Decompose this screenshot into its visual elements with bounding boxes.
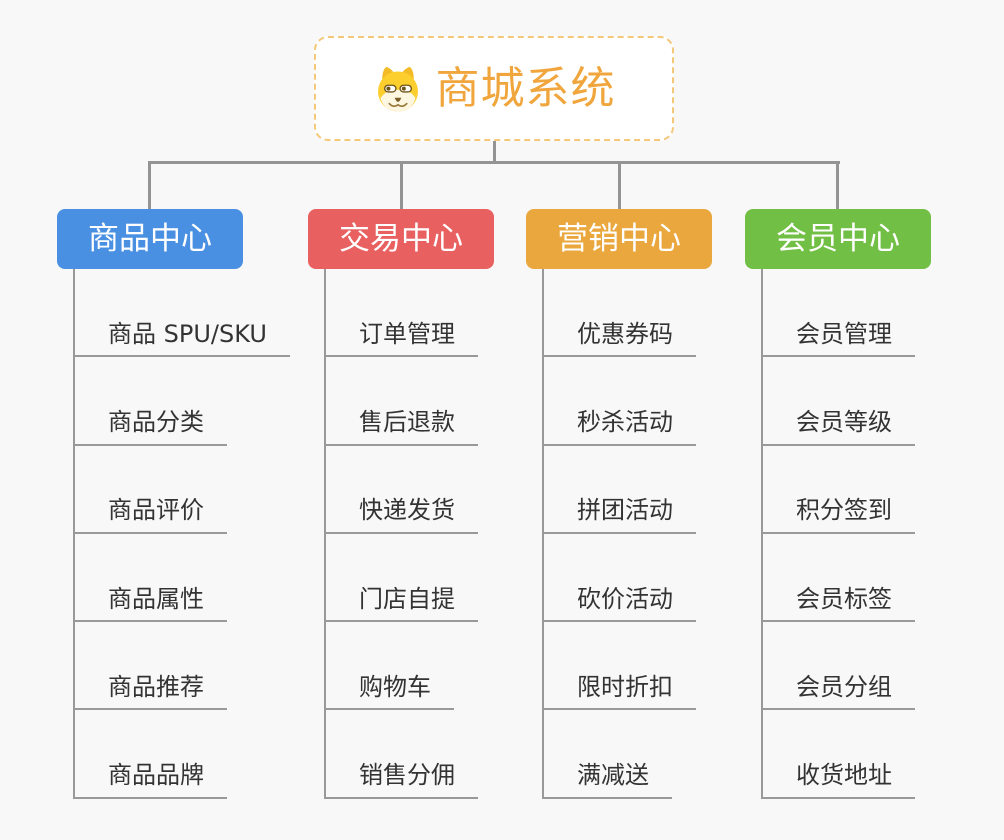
child-item[interactable]: 会员等级: [763, 408, 915, 446]
child-item[interactable]: 售后退款: [326, 408, 478, 446]
root-node[interactable]: 商城系统: [314, 36, 674, 141]
child-item[interactable]: 拼团活动: [544, 497, 696, 534]
connector-drop-trade: [400, 161, 403, 209]
child-item[interactable]: 快递发货: [326, 497, 478, 534]
branch-member-center: 会员中心 会员管理 会员等级 积分签到 会员标签 会员分组 收货地址: [745, 209, 931, 799]
branch-marketing-center: 营销中心 优惠券码 秒杀活动 拼团活动 砍价活动 限时折扣 满减送: [526, 209, 712, 799]
branch-node-trade-center[interactable]: 交易中心: [308, 209, 494, 269]
connector-root-stub: [493, 140, 496, 163]
child-item[interactable]: 砍价活动: [544, 585, 696, 623]
branch-children-member: 会员管理 会员等级 积分签到 会员标签 会员分组 收货地址: [761, 269, 915, 799]
child-item[interactable]: 商品 SPU/SKU: [75, 320, 290, 358]
child-item[interactable]: 限时折扣: [544, 673, 696, 711]
child-item[interactable]: 商品推荐: [75, 673, 227, 711]
child-item[interactable]: 商品评价: [75, 497, 227, 534]
child-item[interactable]: 秒杀活动: [544, 408, 696, 446]
child-item[interactable]: 商品分类: [75, 408, 227, 446]
branch-children-trade: 订单管理 售后退款 快递发货 门店自提 购物车 销售分佣: [324, 269, 478, 799]
child-item[interactable]: 购物车: [326, 673, 454, 711]
child-item[interactable]: 优惠券码: [544, 320, 696, 358]
child-item[interactable]: 会员管理: [763, 320, 915, 358]
connector-horizontal-line: [148, 161, 840, 164]
child-item[interactable]: 满减送: [544, 762, 672, 799]
branch-node-member-center[interactable]: 会员中心: [745, 209, 931, 269]
branch-node-product-center[interactable]: 商品中心: [57, 209, 243, 269]
connector-drop-member: [836, 161, 839, 209]
root-title: 商城系统: [435, 62, 616, 114]
branch-children-product: 商品 SPU/SKU 商品分类 商品评价 商品属性 商品推荐 商品品牌: [73, 269, 290, 799]
branch-children-marketing: 优惠券码 秒杀活动 拼团活动 砍价活动 限时折扣 满减送: [542, 269, 696, 799]
child-item[interactable]: 商品属性: [75, 585, 227, 623]
connector-drop-marketing: [618, 161, 621, 209]
child-item[interactable]: 销售分佣: [326, 762, 478, 799]
child-item[interactable]: 会员分组: [763, 673, 915, 711]
child-item[interactable]: 门店自提: [326, 585, 478, 623]
branch-node-marketing-center[interactable]: 营销中心: [526, 209, 712, 269]
child-item[interactable]: 会员标签: [763, 585, 915, 623]
branch-product-center: 商品中心 商品 SPU/SKU 商品分类 商品评价 商品属性 商品推荐 商品品牌: [57, 209, 290, 799]
child-item[interactable]: 积分签到: [763, 497, 915, 534]
child-item[interactable]: 收货地址: [763, 762, 915, 799]
connector-drop-product: [148, 161, 151, 209]
child-item[interactable]: 订单管理: [326, 320, 478, 358]
child-item[interactable]: 商品品牌: [75, 762, 227, 799]
branch-trade-center: 交易中心 订单管理 售后退款 快递发货 门店自提 购物车 销售分佣: [308, 209, 494, 799]
shiba-dog-icon: [377, 66, 418, 111]
